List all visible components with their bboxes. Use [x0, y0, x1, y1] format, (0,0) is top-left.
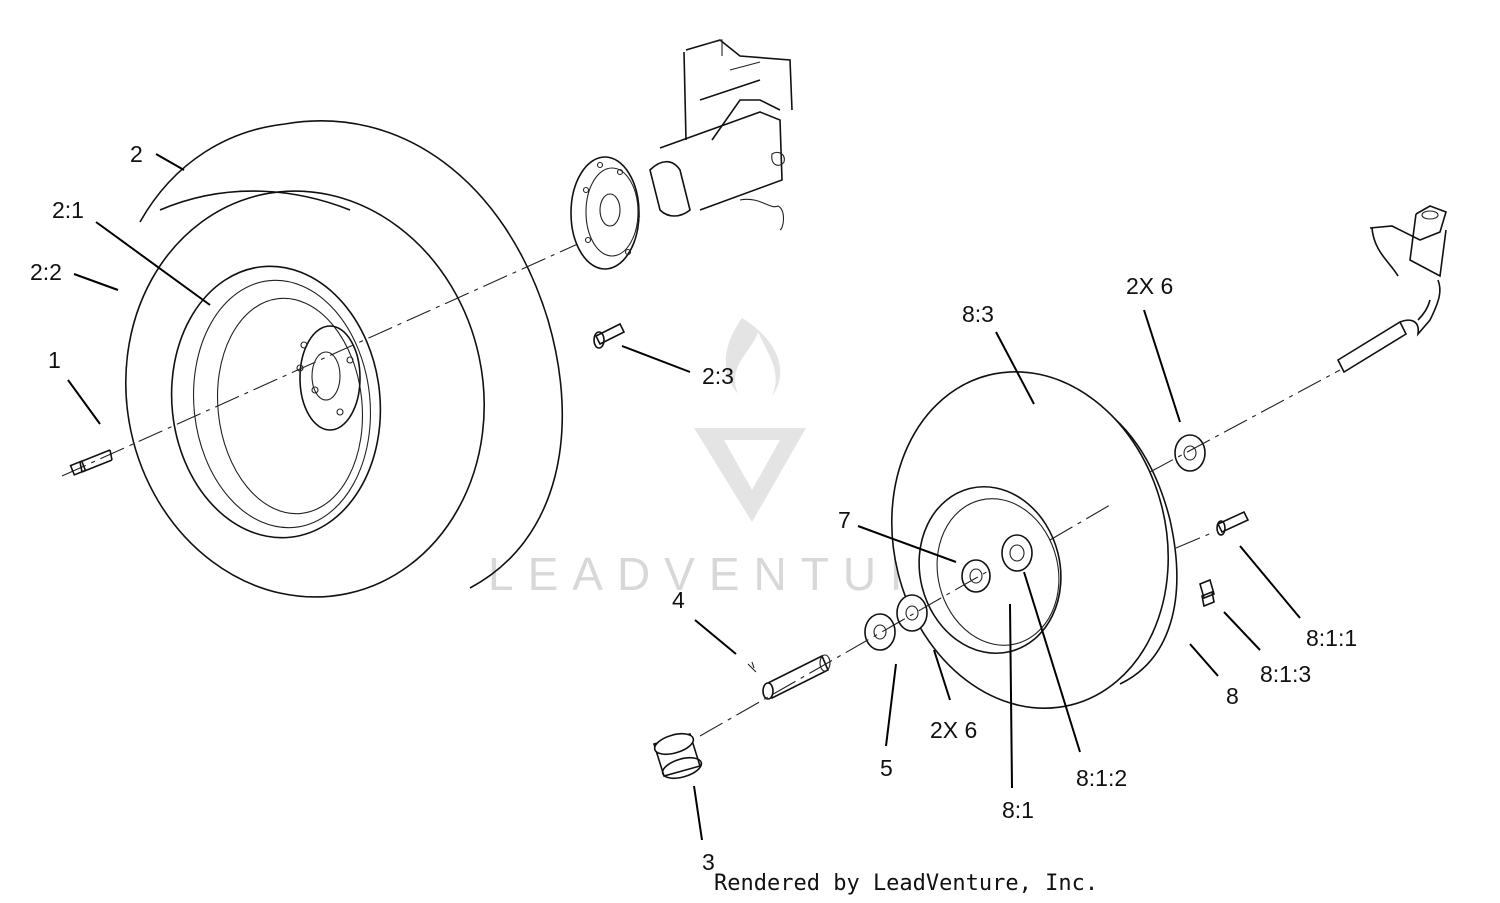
callout-4: 4	[672, 587, 685, 613]
grease-fitting	[1199, 578, 1215, 608]
rear-rim	[170, 265, 382, 539]
valve-stem-rear	[593, 322, 626, 349]
leader-lines	[67, 153, 1301, 841]
callout-2x6-top: 2X 6	[1126, 273, 1173, 299]
leadventure-watermark: LEADVENTURE	[488, 318, 982, 600]
lug-bolt	[69, 449, 113, 476]
washer-pair	[864, 594, 928, 651]
callout-2-1: 2:1	[52, 197, 84, 223]
front-tire	[890, 371, 1170, 709]
hub-flange	[570, 156, 640, 270]
front-wheel-assembly	[890, 371, 1178, 709]
axle-housing	[649, 39, 793, 231]
watermark-text: LEADVENTURE	[488, 548, 982, 600]
callout-8-1-1: 8:1:1	[1306, 625, 1357, 651]
dust-cap	[652, 732, 703, 780]
rear-tire	[124, 190, 486, 598]
callout-8-1-2: 8:1:2	[1076, 765, 1127, 791]
render-credit: Rendered by LeadVenture, Inc.	[714, 871, 1098, 896]
callout-2-2: 2:2	[30, 259, 62, 285]
caster-fork	[1336, 205, 1447, 374]
callout-7: 7	[838, 507, 851, 533]
callout-8: 8	[1226, 683, 1239, 709]
callout-2-3: 2:3	[702, 363, 734, 389]
callout-5: 5	[880, 755, 893, 781]
callout-1: 1	[48, 347, 61, 373]
callout-2: 2	[130, 141, 143, 167]
callout-8-1-3: 8:1:3	[1260, 661, 1311, 687]
valve-stem-front	[1216, 510, 1250, 536]
washer-top	[1174, 434, 1206, 472]
callout-2x6-bottom: 2X 6	[930, 717, 977, 743]
callout-labels: 2 2:1 2:2 1 2:3 8:3 2X 6 7 4 8:1:1 8:1:3…	[30, 141, 1357, 875]
rear-wheel-assembly	[61, 120, 641, 598]
callout-8-3: 8:3	[962, 301, 994, 327]
callout-8-1: 8:1	[1002, 797, 1034, 823]
callout-3: 3	[702, 849, 715, 875]
spacer-tube	[747, 654, 831, 700]
rear-hub	[299, 325, 361, 431]
